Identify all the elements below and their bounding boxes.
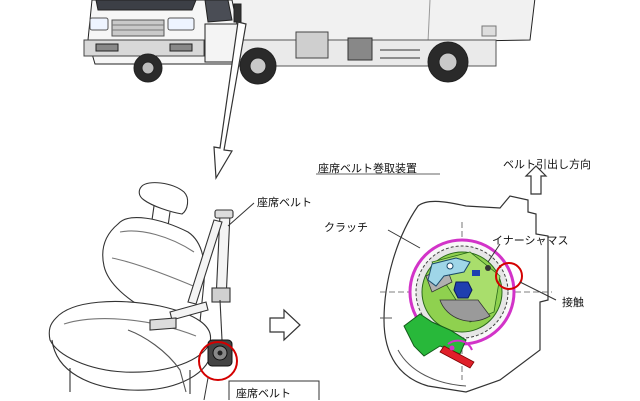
- inertia-mass: [453, 281, 473, 299]
- retractor-icon: [207, 339, 233, 367]
- arrow-down-icon: [213, 21, 247, 180]
- retractor-highlight-circle: [198, 341, 238, 381]
- retractor-detail: [380, 195, 552, 393]
- seat-belt-label: 座席ベルト: [257, 196, 312, 209]
- arrow-right-icon: [269, 308, 301, 342]
- inertia-mass-label: イナーシャマス: [492, 234, 569, 247]
- detail-leaders: [387, 229, 557, 301]
- lever: [403, 313, 467, 357]
- cargo-box: [219, 0, 536, 46]
- fuel-tank: [295, 31, 329, 59]
- windshield: [95, 0, 197, 11]
- arrow-up-icon: [524, 165, 548, 195]
- contact-highlight-circle: [495, 262, 523, 290]
- seat-belt-leader: [227, 202, 255, 227]
- seat-belt-webbing: [149, 209, 234, 341]
- retractor-title-label: 座席ベルト巻取装置: [318, 162, 417, 175]
- contact-label: 接触: [562, 296, 584, 309]
- grille: [111, 19, 165, 37]
- pull-direction-label: ベルト引出し方向: [503, 158, 591, 171]
- seat-illustration: [48, 182, 213, 394]
- clutch-label: クラッチ: [324, 221, 368, 234]
- pawl: [427, 257, 471, 287]
- retractor-label-box: [228, 380, 320, 400]
- headrest: [138, 182, 189, 215]
- truck-illustration: [83, 0, 536, 85]
- retractor-box-label: 座席ベルト: [236, 387, 291, 400]
- spring: [439, 345, 475, 369]
